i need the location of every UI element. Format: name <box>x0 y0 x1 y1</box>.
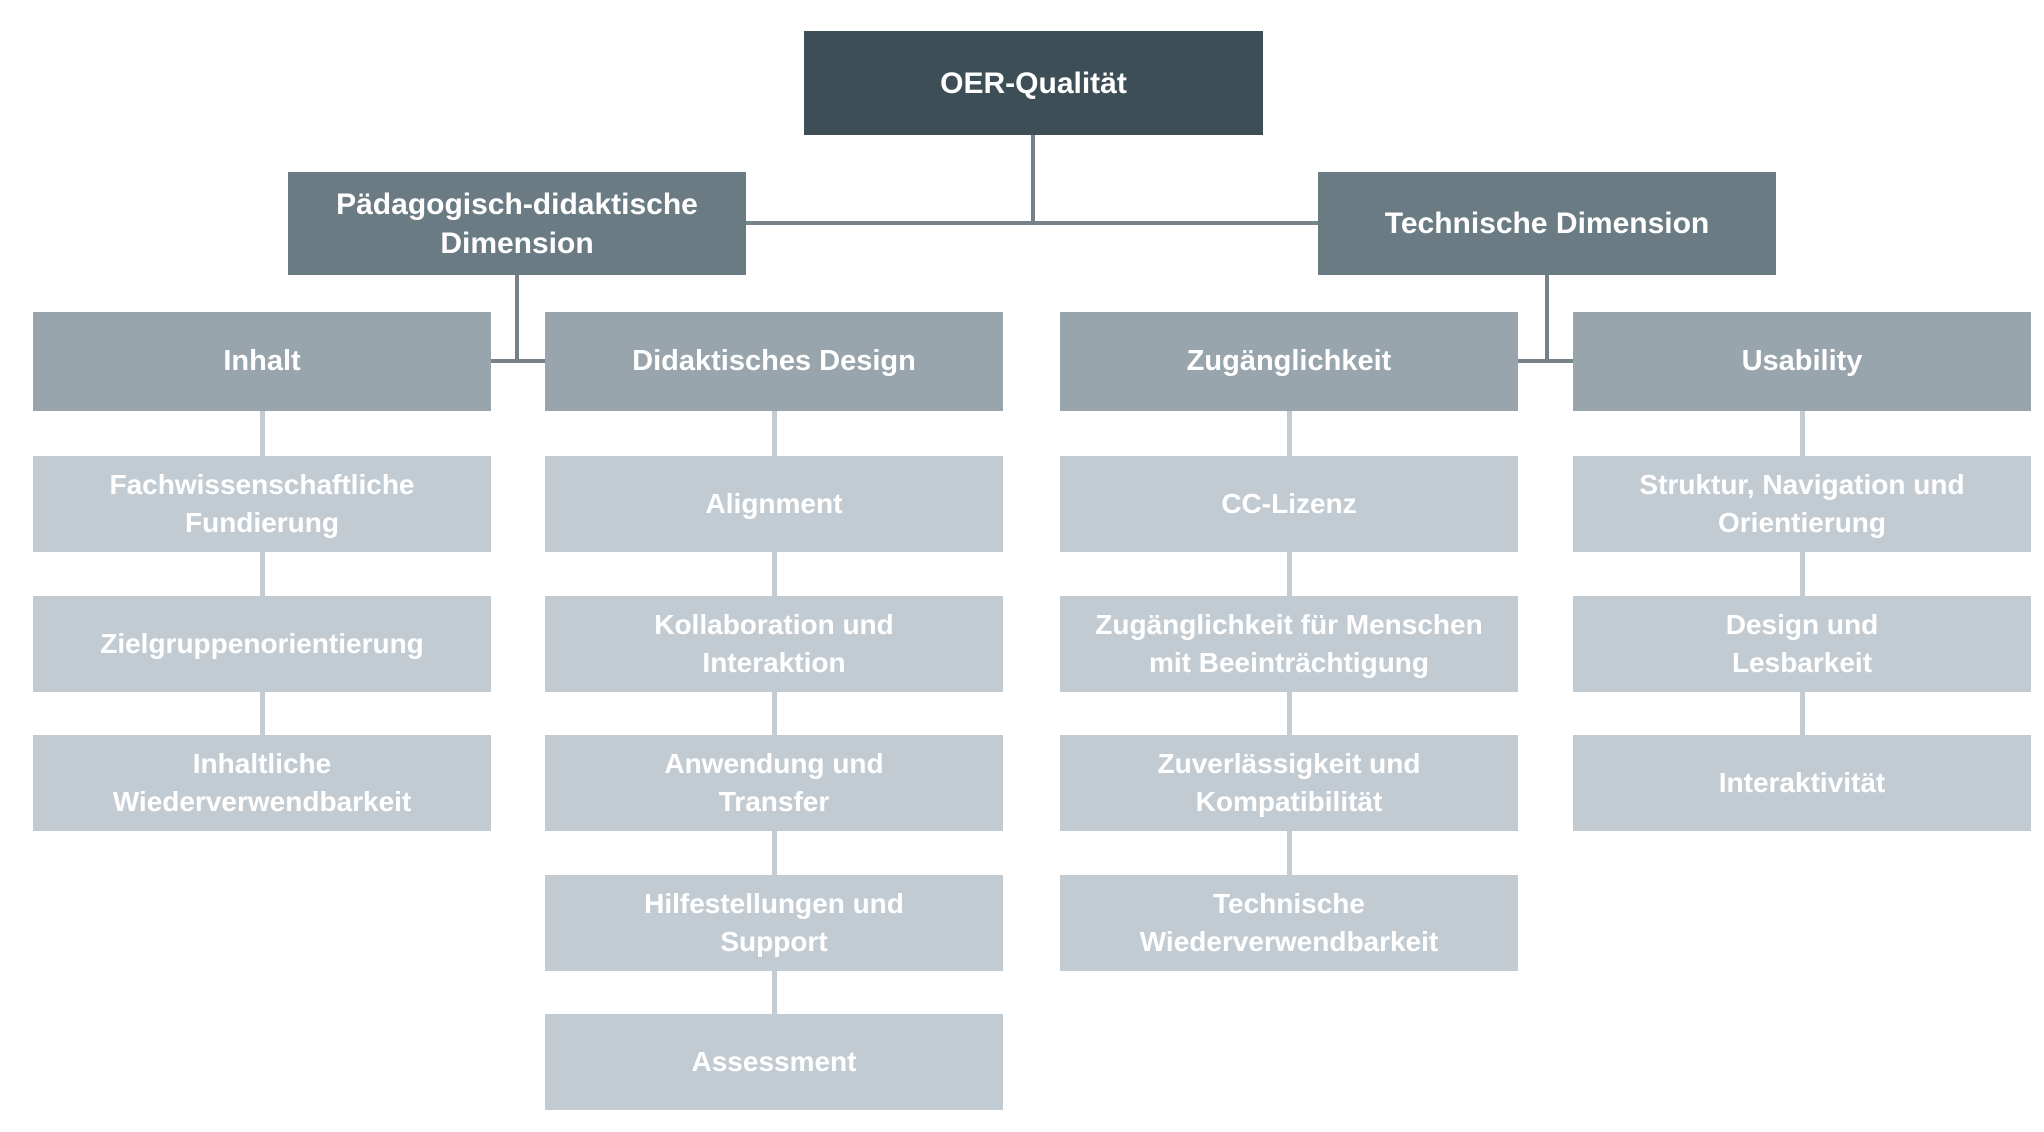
connector-didaktik-child-2 <box>772 552 777 596</box>
node-interaktivitaet: Interaktivität <box>1573 735 2031 831</box>
node-assessment: Assessment <box>545 1014 1003 1110</box>
connector-zugaenglichkeit-child-3 <box>1287 692 1292 735</box>
node-inhaltliche-wiederverwendbarkeit: Inhaltliche Wiederverwendbarkeit <box>33 735 491 831</box>
node-hilfestellungen-und-support: Hilfestellungen und Support <box>545 875 1003 971</box>
node-technische-wiederverwendbarkeit: Technische Wiederverwendbarkeit <box>1060 875 1518 971</box>
connector-usability-child-2 <box>1800 552 1805 596</box>
node-oer-qualitaet: OER-Qualität <box>804 31 1263 135</box>
connector-didaktik-child-1 <box>772 411 777 456</box>
connector-root-vertical <box>1031 135 1035 224</box>
connector-usability-child-3 <box>1800 692 1805 735</box>
connector-didaktik-child-4 <box>772 831 777 875</box>
node-zuverlaessigkeit-und-kompatibilitaet: Zuverlässigkeit und Kompatibilität <box>1060 735 1518 831</box>
connector-dimensions-horizontal <box>746 221 1318 225</box>
node-zielgruppenorientierung: Zielgruppenorientierung <box>33 596 491 692</box>
connector-usability-child-1 <box>1800 411 1805 456</box>
node-fachwissenschaftliche-fundierung: Fachwissenschaftliche Fundierung <box>33 456 491 552</box>
node-paedagogisch-didaktische-dimension: Pädagogisch-didaktische Dimension <box>288 172 746 275</box>
node-zugaenglichkeit-fuer-menschen: Zugänglichkeit für Menschen mit Beeinträ… <box>1060 596 1518 692</box>
node-didaktisches-design: Didaktisches Design <box>545 312 1003 411</box>
node-struktur-navigation-orientierung: Struktur, Navigation und Orientierung <box>1573 456 2031 552</box>
connector-technische-vertical <box>1545 275 1549 363</box>
node-cc-lizenz: CC-Lizenz <box>1060 456 1518 552</box>
node-anwendung-und-transfer: Anwendung und Transfer <box>545 735 1003 831</box>
connector-zugaenglichkeit-child-4 <box>1287 831 1292 875</box>
connector-paedagogisch-horizontal <box>491 359 545 363</box>
connector-inhalt-child-1 <box>260 411 265 456</box>
node-usability: Usability <box>1573 312 2031 411</box>
node-inhalt: Inhalt <box>33 312 491 411</box>
connector-zugaenglichkeit-child-1 <box>1287 411 1292 456</box>
node-alignment: Alignment <box>545 456 1003 552</box>
connector-didaktik-child-5 <box>772 971 777 1014</box>
connector-inhalt-child-3 <box>260 692 265 735</box>
connector-paedagogisch-vertical <box>515 275 519 363</box>
connector-inhalt-child-2 <box>260 552 265 596</box>
connector-zugaenglichkeit-child-2 <box>1287 552 1292 596</box>
node-design-und-lesbarkeit: Design und Lesbarkeit <box>1573 596 2031 692</box>
connector-didaktik-child-3 <box>772 692 777 735</box>
node-technische-dimension: Technische Dimension <box>1318 172 1776 275</box>
node-zugaenglichkeit: Zugänglichkeit <box>1060 312 1518 411</box>
node-kollaboration-und-interaktion: Kollaboration und Interaktion <box>545 596 1003 692</box>
connector-technische-horizontal <box>1518 359 1573 363</box>
